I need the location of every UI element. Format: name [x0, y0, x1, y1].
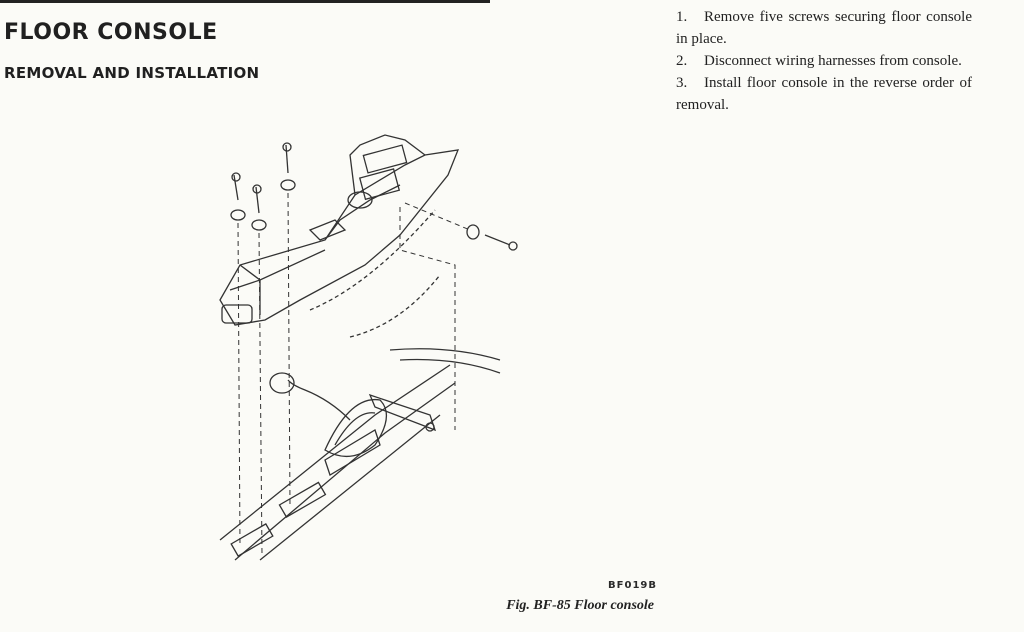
step-number: 2.	[676, 53, 688, 69]
shift-lever	[269, 372, 387, 457]
floor-brackets	[230, 393, 437, 557]
step-text: Remove five screws securing floor consol…	[676, 9, 972, 47]
step-item: 1.Remove five screws securing floor cons…	[676, 6, 972, 50]
step-item: 2. Disconnect wiring harnesses from conso…	[676, 50, 972, 72]
top-rule	[0, 0, 490, 3]
figure-code: BF019B	[608, 580, 657, 591]
step-number: 3.	[676, 75, 688, 91]
alignment-lines	[237, 192, 471, 556]
step-text: Install floor console in the reverse ord…	[676, 75, 972, 113]
floor-console-diagram	[219, 134, 518, 561]
figure-caption: Fig. BF-85 Floor console	[506, 598, 654, 613]
floor-tunnel	[219, 209, 501, 561]
procedure-steps: 1.Remove five screws securing floor cons…	[676, 6, 972, 116]
step-number: 1.	[676, 9, 688, 25]
screws	[230, 142, 518, 251]
step-text: Disconnect wiring harnesses from console…	[704, 53, 962, 69]
step-item: 3.Install floor console in the reverse o…	[676, 72, 972, 116]
section-title: FLOOR CONSOLE	[4, 20, 218, 45]
section-subtitle: REMOVAL AND INSTALLATION	[4, 64, 260, 82]
